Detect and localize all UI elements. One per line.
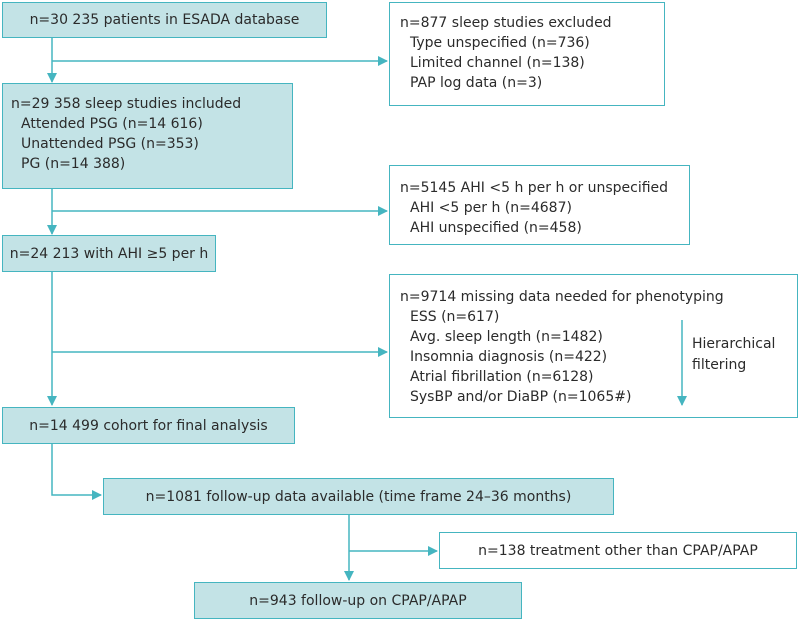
box-included-studies: n=29 358 sleep studies included Attended… bbox=[2, 83, 293, 189]
excl4-text: n=138 treatment other than CPAP/APAP bbox=[478, 542, 758, 559]
box3-text: n=24 213 with AHI ≥5 per h bbox=[9, 245, 209, 262]
excl3-item: ESS (n=617) bbox=[410, 309, 500, 325]
excl1-item: Limited channel (n=138) bbox=[410, 55, 585, 71]
box2-item: Unattended PSG (n=353) bbox=[21, 136, 199, 152]
annotation-line: filtering bbox=[692, 357, 747, 373]
arrow-main-4 bbox=[51, 444, 102, 500]
excl1-item: PAP log data (n=3) bbox=[410, 75, 543, 91]
box6-text: n=943 follow-up on CPAP/APAP bbox=[249, 592, 467, 609]
excl3-item: SysBP and/or DiaBP (n=1065#) bbox=[410, 389, 632, 405]
box2-title: n=29 358 sleep studies included bbox=[11, 96, 242, 112]
box-final-cohort: n=14 499 cohort for final analysis bbox=[2, 407, 295, 444]
box2-item: PG (n=14 388) bbox=[21, 156, 126, 172]
box-other-treatment: n=138 treatment other than CPAP/APAP bbox=[439, 532, 797, 569]
box4-text: n=14 499 cohort for final analysis bbox=[29, 417, 268, 434]
box-missing-phenotyping: n=9714 missing data needed for phenotypi… bbox=[389, 274, 798, 418]
box-esada-database: n=30 235 patients in ESADA database bbox=[2, 2, 327, 38]
box-excluded-studies: n=877 sleep studies excluded Type unspec… bbox=[389, 2, 665, 106]
hierarchical-filtering-label: Hierarchical filtering bbox=[692, 334, 775, 376]
excl3-item: Insomnia diagnosis (n=422) bbox=[410, 349, 608, 365]
box-esada-text: n=30 235 patients in ESADA database bbox=[29, 12, 300, 28]
excl3-item: Atrial fibrillation (n=6128) bbox=[410, 369, 594, 385]
box-follow-up-available: n=1081 follow-up data available (time fr… bbox=[103, 478, 614, 515]
box2-item: Attended PSG (n=14 616) bbox=[21, 116, 203, 132]
excl1-item: Type unspecified (n=736) bbox=[410, 35, 590, 51]
excl1-title: n=877 sleep studies excluded bbox=[400, 15, 612, 31]
excl3-title: n=9714 missing data needed for phenotypi… bbox=[400, 289, 724, 305]
excl2-item: AHI <5 per h (n=4687) bbox=[410, 200, 572, 216]
excl2-title: n=5145 AHI <5 h per h or unspecified bbox=[400, 180, 669, 196]
box-ahi-excluded: n=5145 AHI <5 h per h or unspecified AHI… bbox=[389, 165, 690, 245]
box-cpap-follow-up: n=943 follow-up on CPAP/APAP bbox=[194, 582, 522, 619]
excl2-item: AHI unspecified (n=458) bbox=[410, 220, 582, 236]
box-ahi-included: n=24 213 with AHI ≥5 per h bbox=[2, 235, 216, 272]
annotation-line: Hierarchical bbox=[692, 336, 776, 352]
box5-text: n=1081 follow-up data available (time fr… bbox=[145, 488, 572, 505]
excl3-item: Avg. sleep length (n=1482) bbox=[410, 329, 603, 345]
